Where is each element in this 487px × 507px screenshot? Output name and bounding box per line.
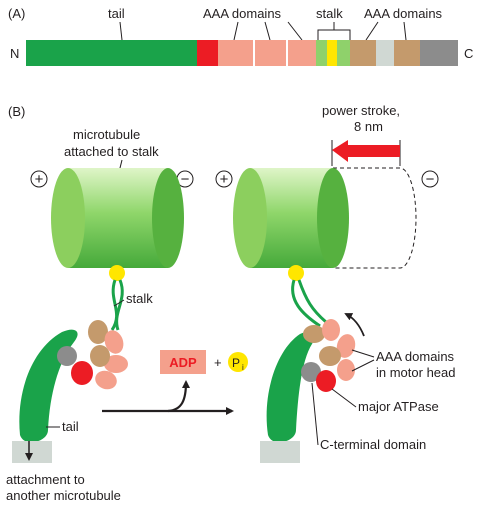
c-terminus-label: C	[464, 46, 473, 61]
stalk-domain-label: stalk	[316, 6, 343, 21]
adp-box	[160, 350, 206, 374]
stalk-right	[291, 279, 321, 328]
c-terminal-segment	[420, 40, 458, 66]
n-terminus-label: N	[10, 46, 19, 61]
plus-end-sign: +	[35, 171, 44, 188]
microtubule-right	[233, 168, 349, 268]
aaa1-segment	[218, 40, 253, 66]
dynein-left	[12, 265, 128, 463]
plus-end-marker-right	[215, 170, 233, 188]
aaa-domains-right-label: AAA domains	[364, 6, 443, 21]
aaa2-segment	[255, 40, 286, 66]
atpase-left	[71, 361, 93, 385]
microtubule-left-face	[51, 168, 85, 268]
stalk-segment-2	[337, 40, 350, 66]
rotation-arrow	[344, 313, 365, 337]
minus-end-marker-right	[421, 170, 439, 188]
power-stroke-label: power stroke,	[322, 103, 400, 118]
atpase-label: major ATPase	[358, 399, 439, 414]
spacer-segment	[376, 40, 394, 66]
svg-text:−: −	[426, 171, 435, 188]
stalk-tip-segment	[327, 40, 337, 66]
aaa-domains-left-label: AAA domains	[203, 6, 282, 21]
aaa-tan-left	[88, 320, 108, 344]
panel-b-label: (B)	[8, 104, 25, 119]
microtubule-label-line2: attached to stalk	[64, 144, 159, 159]
tail-domain-label: tail	[108, 6, 125, 21]
tail-right	[266, 331, 315, 443]
power-stroke-distance: 8 nm	[354, 119, 383, 134]
attachment-label-line2: another microtubule	[6, 488, 121, 503]
adp-label: ADP	[169, 355, 197, 370]
power-stroke-arrow	[332, 140, 400, 162]
microtubule-right-face	[233, 168, 267, 268]
pi-label: P	[232, 356, 240, 370]
dynein-right	[260, 265, 356, 463]
tail-label: tail	[62, 419, 79, 434]
stalk-tip-left	[109, 265, 125, 281]
microtubule-previous-position	[333, 167, 417, 269]
stalk-label: stalk	[126, 291, 153, 306]
microtubule-left	[51, 168, 184, 268]
aaa5-segment	[350, 40, 376, 66]
microtubule-label: microtubule	[73, 127, 140, 142]
domain-bar	[26, 40, 458, 66]
aaa-motor-label-line2: in motor head	[376, 365, 456, 380]
atpase-right	[316, 370, 336, 392]
plus-operator: +	[214, 355, 222, 370]
release-arrow	[167, 380, 190, 413]
attachment-block-right	[260, 441, 300, 463]
tail-leader-line	[119, 21, 123, 41]
pi-subscript: i	[242, 363, 244, 372]
plus-end-marker	[30, 170, 48, 188]
aaa6-segment	[394, 40, 420, 66]
c-terminal-left	[57, 346, 77, 366]
attachment-block-left	[12, 441, 52, 463]
panel-a-label: (A)	[8, 6, 25, 21]
stalk-segment-1	[316, 40, 327, 66]
aaa-motor-label: AAA domains	[376, 349, 455, 364]
stalk-tip-right	[288, 265, 304, 281]
tail-segment	[26, 40, 197, 66]
stalk-bracket	[317, 29, 351, 40]
c-terminal-label: C-terminal domain	[320, 437, 426, 452]
aaa-tan-right	[303, 325, 325, 343]
aaa3-segment	[288, 40, 316, 66]
svg-text:+: +	[220, 171, 229, 188]
phosphate-badge	[228, 352, 248, 372]
c-terminal-right	[301, 362, 321, 382]
linker-segment	[197, 40, 218, 66]
attachment-label: attachment to	[6, 472, 85, 487]
minus-end-sign: −	[181, 171, 190, 188]
